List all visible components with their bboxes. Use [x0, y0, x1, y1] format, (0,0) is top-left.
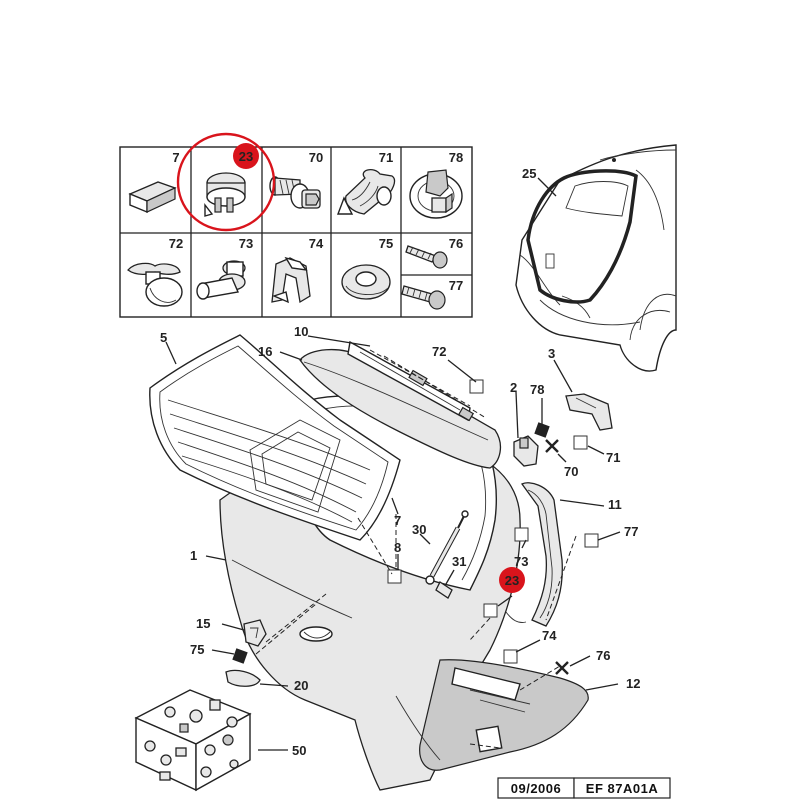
callout-74: 74: [542, 628, 557, 643]
callout-73: 73: [514, 554, 528, 569]
parts-grid: 7 70 71 78 72 73 74 75 76 77: [119, 132, 473, 318]
highlight-ring-23: [176, 132, 276, 232]
callout-25: 25: [522, 166, 536, 181]
rear-window-glass: [149, 334, 401, 541]
fastener-cross-76: [555, 661, 569, 675]
drawing-code: EF 87A01A: [586, 781, 659, 796]
callout-50: 50: [292, 743, 306, 758]
emblem-15: [243, 619, 267, 647]
part-7-block: [128, 181, 177, 214]
grid-label-77: 77: [449, 278, 463, 293]
right-pillar-trim-11: [505, 482, 563, 627]
part-23-clip: [204, 172, 246, 217]
handle-20: [225, 669, 261, 687]
fastener-cross-70: [545, 439, 559, 453]
callout-12: 12: [626, 676, 640, 691]
bracket-3: [565, 393, 613, 431]
fastener-kit-box-50: [134, 689, 252, 792]
part-78-nut: [409, 169, 463, 219]
marker-72: [469, 379, 484, 394]
callout-76: 76: [596, 648, 610, 663]
drawing-date: 09/2006: [511, 781, 562, 796]
hinge-bracket-2: [513, 435, 539, 467]
grid-label-7: 7: [172, 150, 179, 165]
callout-70: 70: [564, 464, 578, 479]
grid-label-23: 23: [239, 149, 253, 164]
gas-strut-30: [425, 510, 469, 585]
marker-77: [584, 533, 599, 548]
leader-lines: [165, 177, 621, 751]
clip-75-main: [232, 648, 248, 664]
callout-5: 5: [160, 330, 167, 345]
grid-label-76: 76: [449, 236, 463, 251]
callout-2: 2: [510, 380, 517, 395]
callout-7: 7: [394, 513, 401, 528]
grid-label-75: 75: [379, 236, 393, 251]
part-71-pushclip: [336, 168, 396, 215]
highlight-badge-23: [233, 143, 259, 169]
part-74-springclip: [271, 256, 311, 304]
grid-label-71: 71: [379, 150, 393, 165]
part-77-bolt: [401, 285, 446, 310]
grid-label-78: 78: [449, 150, 463, 165]
callout-23: 23: [505, 573, 519, 588]
grid-label-70: 70: [309, 150, 323, 165]
marker-23: [483, 603, 498, 618]
callout-1: 1: [190, 548, 197, 563]
drawing-footer: 09/2006 EF 87A01A: [497, 777, 671, 799]
callout-75: 75: [190, 642, 204, 657]
callout-77: 77: [624, 524, 638, 539]
callout-72: 72: [432, 344, 446, 359]
marker-74: [503, 649, 518, 664]
grid-label-72: 72: [169, 236, 183, 251]
callout-71: 71: [606, 450, 620, 465]
callout-30: 30: [412, 522, 426, 537]
callout-15: 15: [196, 616, 210, 631]
part-75-washer: [341, 264, 391, 300]
callout-11: 11: [608, 497, 622, 512]
callout-10: 10: [294, 324, 308, 339]
callout-numbers: 25 5 10 16 72 3 2 78 70 71 11 77 7 30 8 …: [160, 166, 640, 758]
nut-78-main: [534, 422, 550, 438]
callout-3: 3: [548, 346, 555, 361]
part-73-stud: [196, 260, 246, 300]
marker-71: [573, 435, 588, 450]
callout-20: 20: [294, 678, 308, 693]
marker-73: [514, 527, 529, 542]
grid-label-74: 74: [309, 236, 324, 251]
brake-light-10: [347, 340, 475, 422]
callout-16: 16: [258, 344, 272, 359]
car-rear-view: [515, 144, 677, 372]
callout-8: 8: [394, 540, 401, 555]
part-70-screw: [269, 176, 321, 209]
part-72-firclip: [127, 262, 183, 307]
callout-31: 31: [452, 554, 466, 569]
grid-label-73: 73: [239, 236, 253, 251]
fastener-31: [435, 581, 453, 599]
part-76-screw: [405, 245, 448, 269]
callout-23-badge: [499, 567, 525, 593]
marker-8: [387, 569, 402, 584]
callout-78: 78: [530, 382, 544, 397]
